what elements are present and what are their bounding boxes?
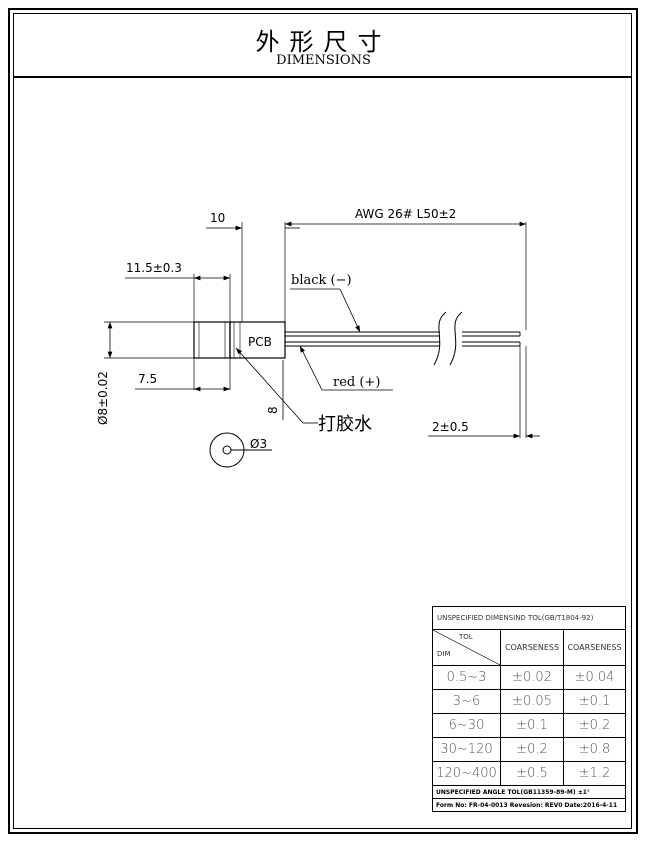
sensor-body — [193, 321, 286, 359]
header-divider — [13, 76, 632, 78]
black-wire-label: black (−) — [291, 273, 352, 288]
angle-tolerance-text: UNSPECIFIED ANGLE TOL(GB11359-89-M) ±1° — [436, 788, 590, 796]
dim-cell: 120~400 — [433, 762, 501, 785]
extension-lines — [104, 222, 527, 438]
tol-cell-b: ±0.2 — [578, 718, 611, 733]
dim-cell: 30~120 — [433, 738, 501, 761]
corner-top-label: TOL — [459, 633, 473, 641]
table-row: 3~6 ±0.05 ±0.1 — [433, 690, 625, 714]
glue-label: 打胶水 — [318, 414, 372, 435]
tol-cell-b: ±0.8 — [578, 742, 611, 757]
dim-8-text: 8 — [266, 406, 280, 414]
dim-cell: 3~6 — [433, 690, 501, 713]
tol-cell-a: ±0.2 — [501, 738, 564, 761]
corner-bottom-label: DIM — [437, 650, 451, 658]
coarseness-header-2: COARSENESS — [567, 643, 622, 652]
tol-cell-b: ±0.04 — [574, 670, 615, 685]
tol-cell-b: ±0.1 — [578, 694, 611, 709]
form-info-row: Form No: FR-04-0013 Revesion: REV0 Date:… — [433, 799, 625, 812]
dim-cell: 6~30 — [433, 714, 501, 737]
red-leader — [299, 345, 393, 391]
coarseness-header-1: COARSENESS — [501, 630, 564, 665]
tol-cell-a: ±0.05 — [501, 690, 564, 713]
pcb-label: PCB — [248, 335, 272, 349]
corner-cell: TOL DIM — [433, 630, 501, 665]
tol-cell-a: ±0.02 — [501, 666, 564, 689]
form-info-text: Form No: FR-04-0013 Revesion: REV0 Date:… — [436, 802, 618, 809]
dim-7-5-text: 7.5 — [138, 372, 157, 386]
red-wire-label: red (+) — [333, 375, 380, 390]
dim-10-text: 10 — [210, 211, 225, 225]
title-chinese: 外形尺寸 — [255, 28, 392, 56]
dim-hole-text: Ø3 — [250, 437, 267, 451]
dim-11-5-text: 11.5±0.3 — [126, 261, 182, 275]
corner-diagonal — [433, 630, 500, 665]
wire-leads — [285, 331, 521, 347]
dim-diameter-text: Ø8±0.02 — [96, 371, 110, 425]
inner-frame — [13, 13, 632, 829]
table-row: 6~30 ±0.1 ±0.2 — [433, 714, 625, 738]
table-row: 120~400 ±0.5 ±1.2 — [433, 762, 625, 786]
glue-leader — [235, 347, 318, 424]
tol-cell-a: ±0.1 — [501, 714, 564, 737]
tolerance-header-row: TOL DIM COARSENESS COARSENESS — [433, 630, 625, 666]
tol-cell-a: ±0.5 — [501, 762, 564, 785]
outer-frame — [8, 8, 638, 834]
title-english: DIMENSIONS — [276, 53, 371, 68]
dim-cell: 0.5~3 — [433, 666, 501, 689]
table-row: 30~120 ±0.2 ±0.8 — [433, 738, 625, 762]
tolerance-table: UNSPECIFIED DIMENSIND TOL(GB/T1804-92) T… — [432, 606, 626, 812]
dim-2-text: 2±0.5 — [432, 420, 469, 434]
tolerance-title-row: UNSPECIFIED DIMENSIND TOL(GB/T1804-92) — [433, 607, 625, 630]
tolerance-title: UNSPECIFIED DIMENSIND TOL(GB/T1804-92) — [437, 614, 594, 622]
tol-cell-b: ±1.2 — [578, 766, 611, 781]
end-view — [209, 432, 272, 468]
angle-tolerance-row: UNSPECIFIED ANGLE TOL(GB11359-89-M) ±1° — [433, 786, 625, 799]
table-row: 0.5~3 ±0.02 ±0.04 — [433, 666, 625, 690]
dim-wire-text: AWG 26# L50±2 — [355, 207, 456, 221]
black-leader — [290, 288, 361, 333]
break-mark — [433, 311, 463, 366]
